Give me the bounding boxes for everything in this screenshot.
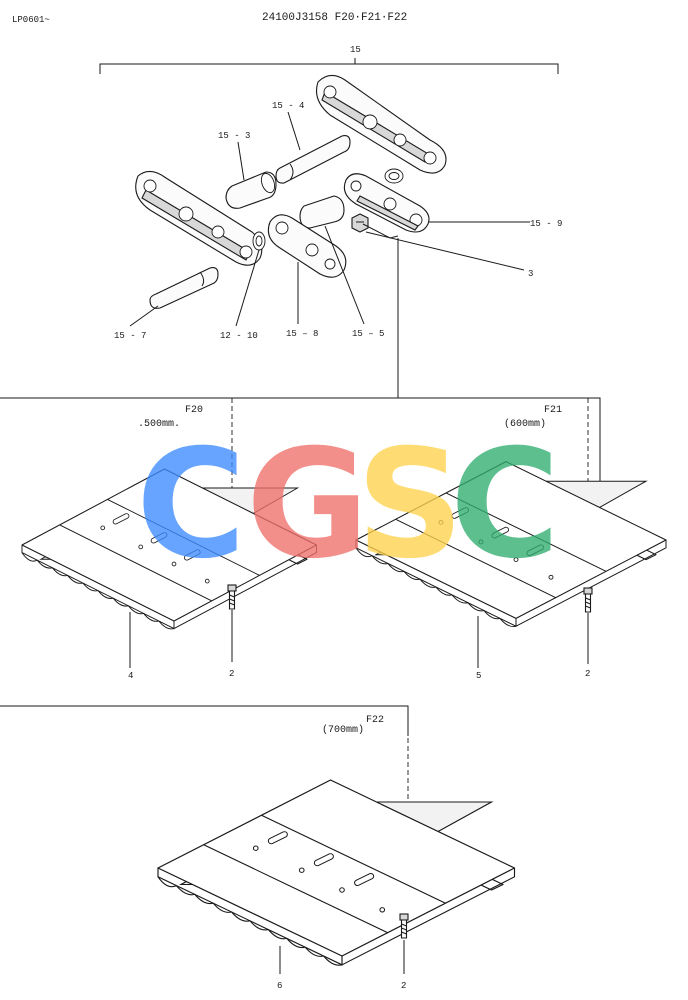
track-link-15-8 [267, 214, 347, 278]
callout-15-4: 15 - 4 [272, 101, 304, 111]
bushing-15-5 [299, 195, 345, 229]
group-bracket [99, 63, 559, 74]
track-link-15-9 [343, 173, 430, 233]
track-link-lower [135, 170, 263, 266]
f21-width: (600mm) [504, 418, 546, 430]
callout-15-5: 15 – 5 [352, 329, 384, 339]
f22-code: F22 [366, 715, 384, 726]
shoe-f22: F22 (700mm) 6 2 [157, 715, 516, 991]
nut-3 [351, 213, 369, 233]
watermark-letter: G [246, 418, 369, 592]
f21-code: F21 [544, 405, 562, 416]
watermark-logo: C G S C [136, 418, 560, 592]
pin-15-4 [275, 135, 351, 184]
pin-15-7 [149, 267, 219, 309]
f21-bolt-label: 2 [585, 669, 590, 679]
f22-width: (700mm) [322, 724, 364, 736]
page-title: 24100J3158 F20·F21·F22 [262, 12, 407, 24]
f21-shoe-label: 5 [476, 671, 481, 681]
callout-12-10: 12 - 10 [220, 331, 258, 341]
bushing-15-3 [225, 171, 277, 209]
f22-bolt-label: 2 [401, 981, 406, 991]
callout-15-7: 15 - 7 [114, 331, 146, 341]
page-code: LP0601~ [12, 15, 50, 25]
f20-shoe-label: 4 [128, 671, 133, 681]
track-link-assembly: 15 - 3 15 - 4 15 - 9 3 15 - 7 12 - 10 15… [114, 74, 562, 341]
f20-code: F20 [185, 405, 203, 416]
callout-15: 15 [350, 45, 361, 55]
callout-15-8: 15 – 8 [286, 329, 318, 339]
watermark-letter: C [136, 418, 246, 592]
watermark-letter: S [356, 418, 464, 592]
watermark-letter: C [450, 418, 560, 592]
f20-bolt-label: 2 [229, 669, 234, 679]
callout-3: 3 [528, 269, 533, 279]
f22-shoe-label: 6 [277, 981, 282, 991]
callout-15-9: 15 - 9 [530, 219, 562, 229]
f20-width: .500mm. [138, 419, 180, 430]
callout-15-3: 15 - 3 [218, 131, 250, 141]
track-link-upper [315, 74, 447, 174]
shoe-f20: F20 .500mm. 4 2 [21, 398, 318, 681]
shoe-f21: F21 (600mm) 5 2 [355, 398, 667, 681]
shoe-bracket-bottom [0, 705, 409, 736]
